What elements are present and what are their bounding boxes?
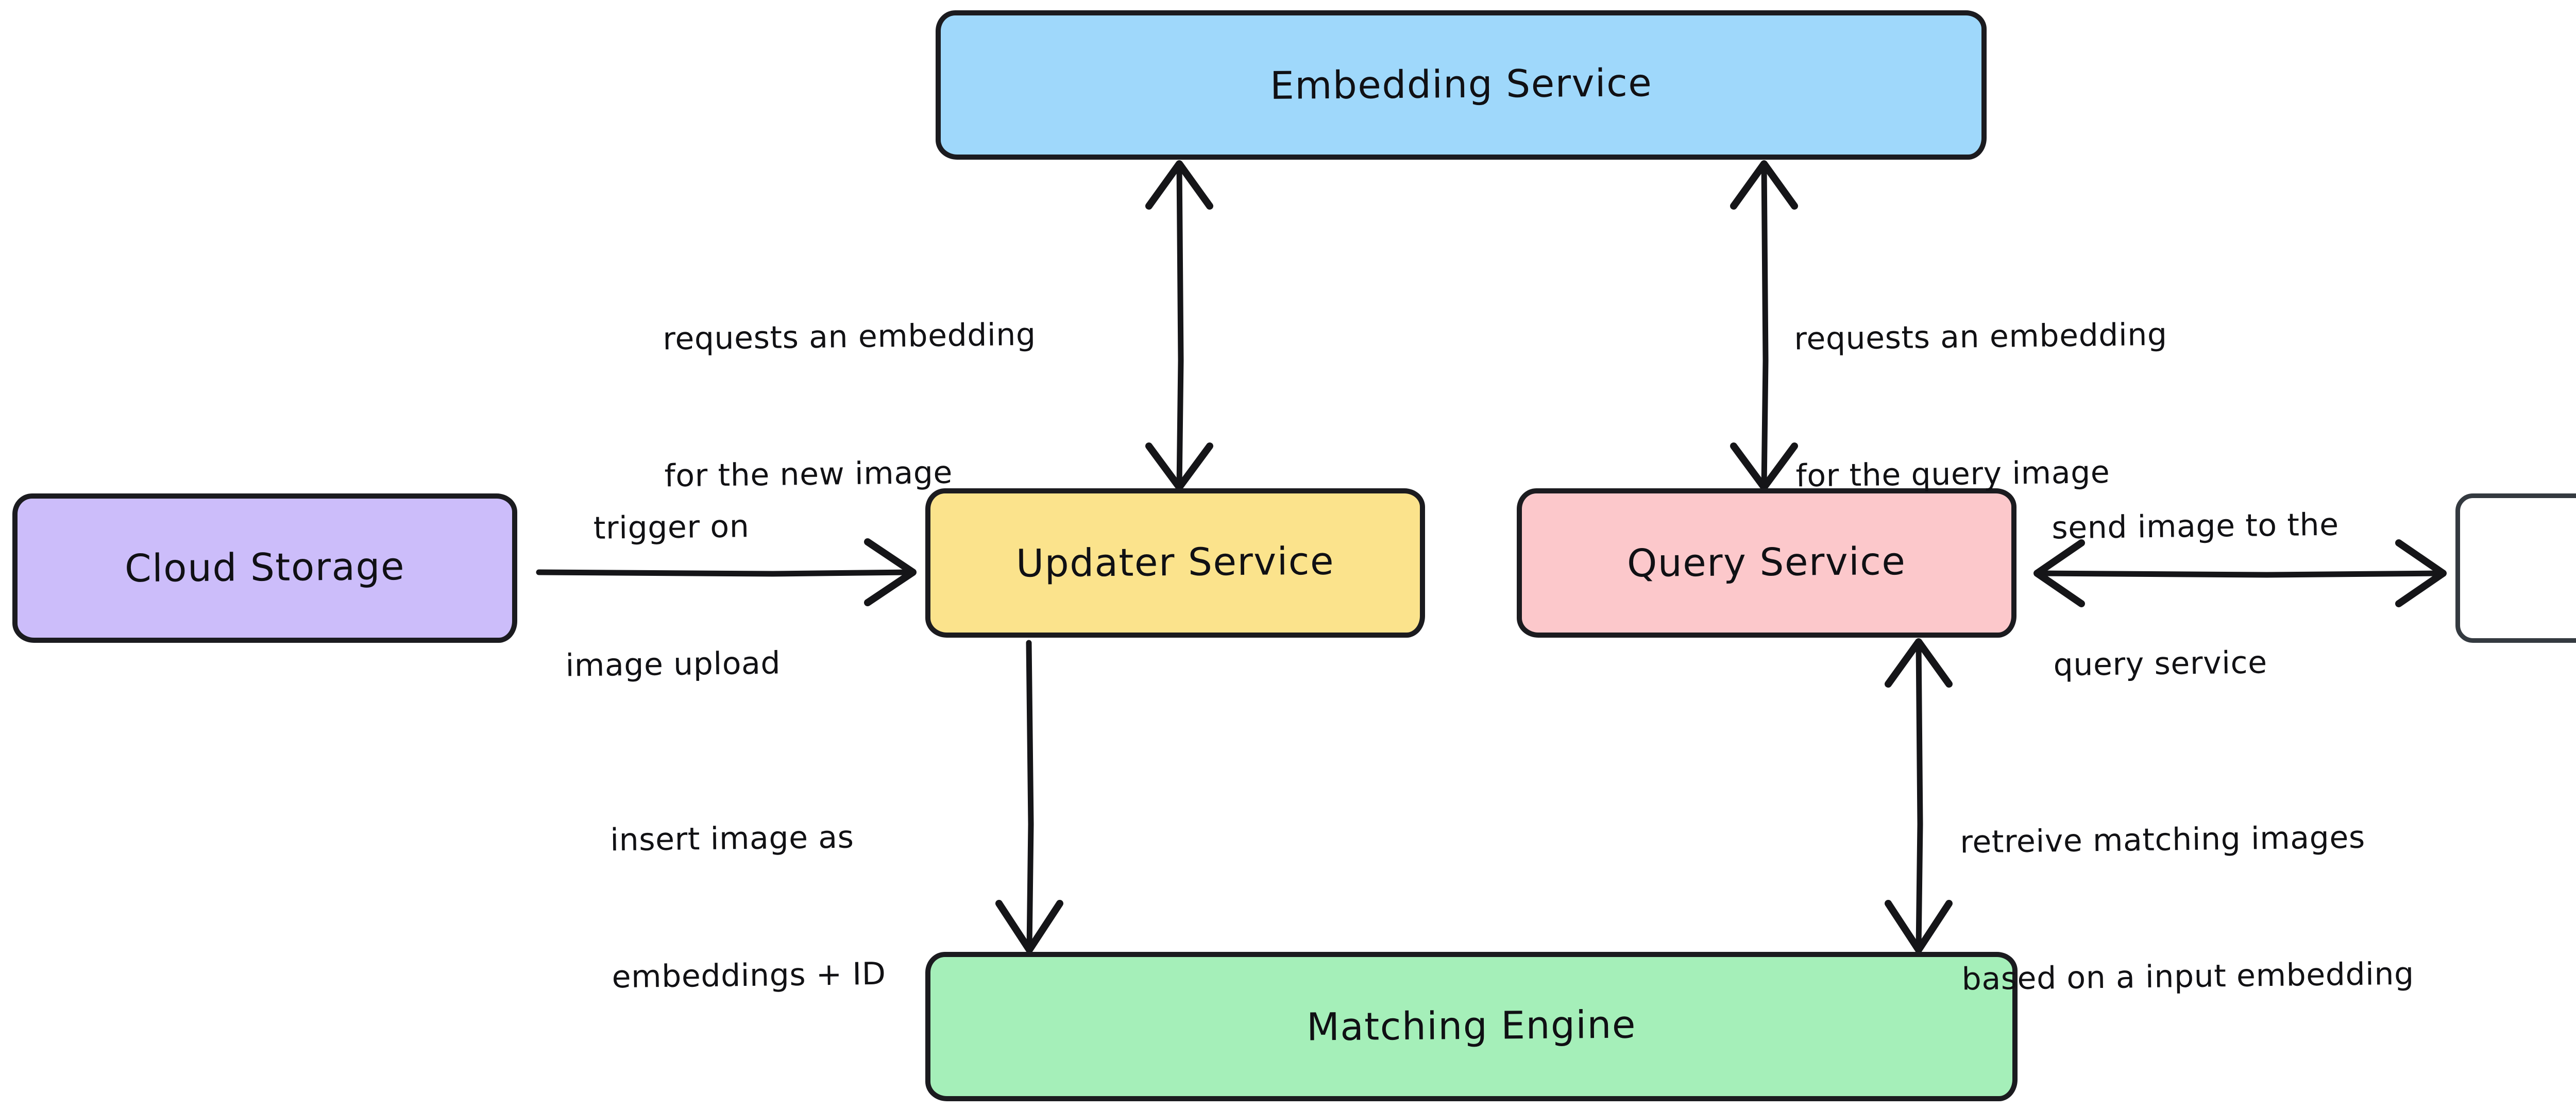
edge-label-line-2: image upload [565,645,781,684]
node-label-cloud-storage: Cloud Storage [124,544,405,591]
node-updater-service[interactable]: Updater Service [925,488,1425,638]
edge-label-query-matching: retreive matching images based on a inpu… [1959,723,2416,1094]
node-ui[interactable]: UI [2455,493,2576,643]
node-label-updater-service: Updater Service [1015,539,1335,586]
edge-updater-matching [995,640,1063,953]
edge-label-updater-matching: insert image as embeddings + ID [609,723,888,1092]
node-label-embedding-service: Embedding Service [1269,61,1653,109]
edge-label-line-1: retreive matching images [1959,819,2366,860]
node-query-service[interactable]: Query Service [1517,488,2016,638]
edge-label-line-2: query service [2053,644,2268,684]
edge-label-line-1: insert image as [609,819,854,858]
edge-label-line-2: based on a input embedding [1961,955,2415,998]
node-embedding-service[interactable]: Embedding Service [936,10,1987,160]
node-matching-engine[interactable]: Matching Engine [925,952,2018,1101]
edge-label-line-1: send image to the [2051,506,2340,547]
edge-updater-embedding [1145,160,1213,491]
edge-label-line-1: trigger on [593,508,750,547]
edge-label-line-1: requests an embedding [1793,316,2167,357]
edge-query-embedding [1730,160,1798,491]
node-cloud-storage[interactable]: Cloud Storage [12,493,517,643]
edge-label-line-1: requests an embedding [662,316,1036,357]
node-label-matching-engine: Matching Engine [1306,1002,1637,1050]
edge-label-line-2: embeddings + ID [612,955,886,996]
edge-query-matching [1885,638,1953,953]
